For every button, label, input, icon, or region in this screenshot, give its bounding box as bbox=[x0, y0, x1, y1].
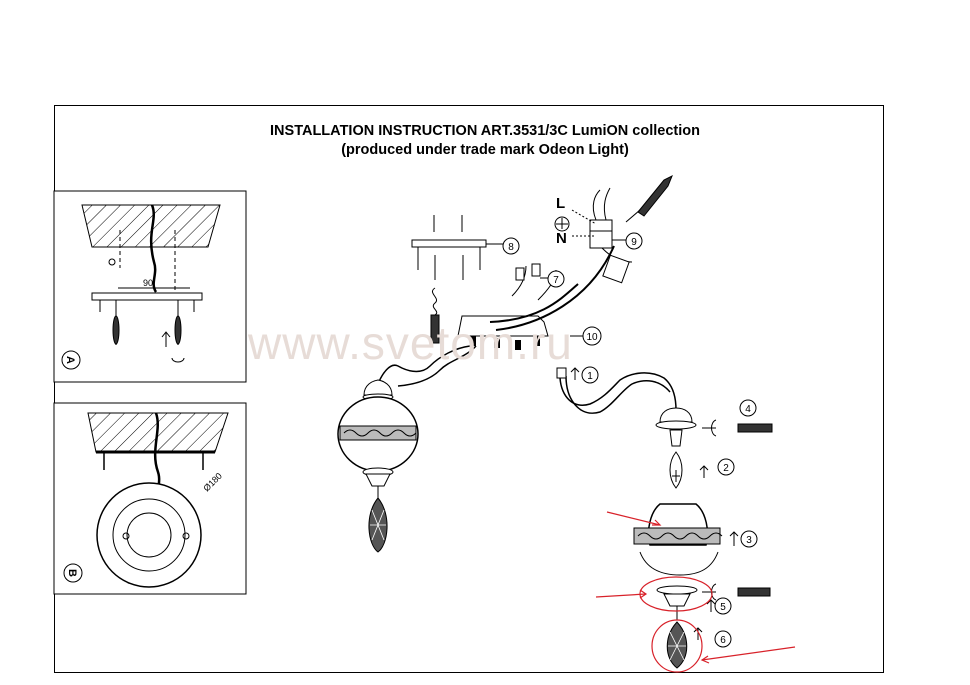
step-4-label: 4 bbox=[745, 404, 751, 415]
bracket-8 bbox=[411, 239, 487, 248]
panel-a: 90 A bbox=[53, 190, 247, 383]
red-highlights bbox=[595, 511, 796, 673]
mains-cable bbox=[149, 204, 158, 293]
arrow-up-icon bbox=[161, 331, 171, 347]
terminal-block: L N bbox=[554, 174, 673, 284]
right-cup bbox=[659, 407, 693, 423]
step-5-badge bbox=[714, 597, 732, 615]
instruction-title: INSTALLATION INSTRUCTION ART.3531/3C Lum… bbox=[270, 123, 700, 139]
screw-4 bbox=[737, 423, 773, 433]
step-9-label: 9 bbox=[631, 237, 637, 248]
step-7-label: 7 bbox=[553, 275, 559, 286]
screwdriver-icon bbox=[637, 174, 673, 217]
panel-b: Ø180 B bbox=[53, 402, 247, 595]
terminal-block-9 bbox=[589, 219, 613, 249]
step-3-badge bbox=[740, 530, 758, 548]
live-label: L bbox=[556, 195, 565, 212]
panel-b-badge bbox=[63, 563, 83, 583]
step-9-badge bbox=[625, 232, 643, 250]
step-10-label: 10 bbox=[586, 332, 598, 343]
panel-b-label: B bbox=[66, 569, 78, 577]
step-6-badge bbox=[714, 630, 732, 648]
step-3-label: 3 bbox=[746, 535, 752, 546]
step-10-badge bbox=[582, 326, 602, 346]
panel-a-badge bbox=[61, 350, 81, 370]
screws bbox=[99, 300, 195, 345]
step-4-badge bbox=[739, 399, 757, 417]
step-8-badge bbox=[502, 237, 520, 255]
right-crystal-drop bbox=[666, 621, 688, 669]
instruction-subtitle: (produced under trade mark Odeon Light) bbox=[341, 142, 629, 158]
step-7-badge bbox=[547, 270, 565, 288]
left-arm-lamp bbox=[337, 345, 477, 553]
bracket-assembly bbox=[411, 215, 615, 350]
step-badges: 8 7 9 10 1 4 2 3 5 6 bbox=[486, 232, 758, 648]
step-1-badge bbox=[581, 366, 599, 384]
neutral-label: N bbox=[556, 230, 567, 247]
bottom-cap bbox=[656, 585, 698, 595]
step-1-label: 1 bbox=[587, 371, 593, 382]
step-5-label: 5 bbox=[720, 602, 726, 613]
mounting-bar bbox=[91, 292, 203, 301]
screw-5 bbox=[737, 587, 771, 597]
dowel-icon bbox=[108, 258, 116, 266]
step-6-label: 6 bbox=[720, 635, 726, 646]
step-8-label: 8 bbox=[508, 242, 514, 253]
bar-dimension: 90 bbox=[143, 278, 153, 288]
panel-a-label: A bbox=[64, 356, 76, 364]
right-arm-lamp bbox=[556, 367, 773, 669]
drawing-frame bbox=[54, 105, 884, 673]
step-2-label: 2 bbox=[723, 463, 729, 474]
step-2-badge bbox=[717, 458, 735, 476]
watermark: www.svetom.ru bbox=[248, 317, 573, 369]
ceiling-section bbox=[81, 204, 221, 248]
rotate-icon bbox=[171, 357, 185, 363]
